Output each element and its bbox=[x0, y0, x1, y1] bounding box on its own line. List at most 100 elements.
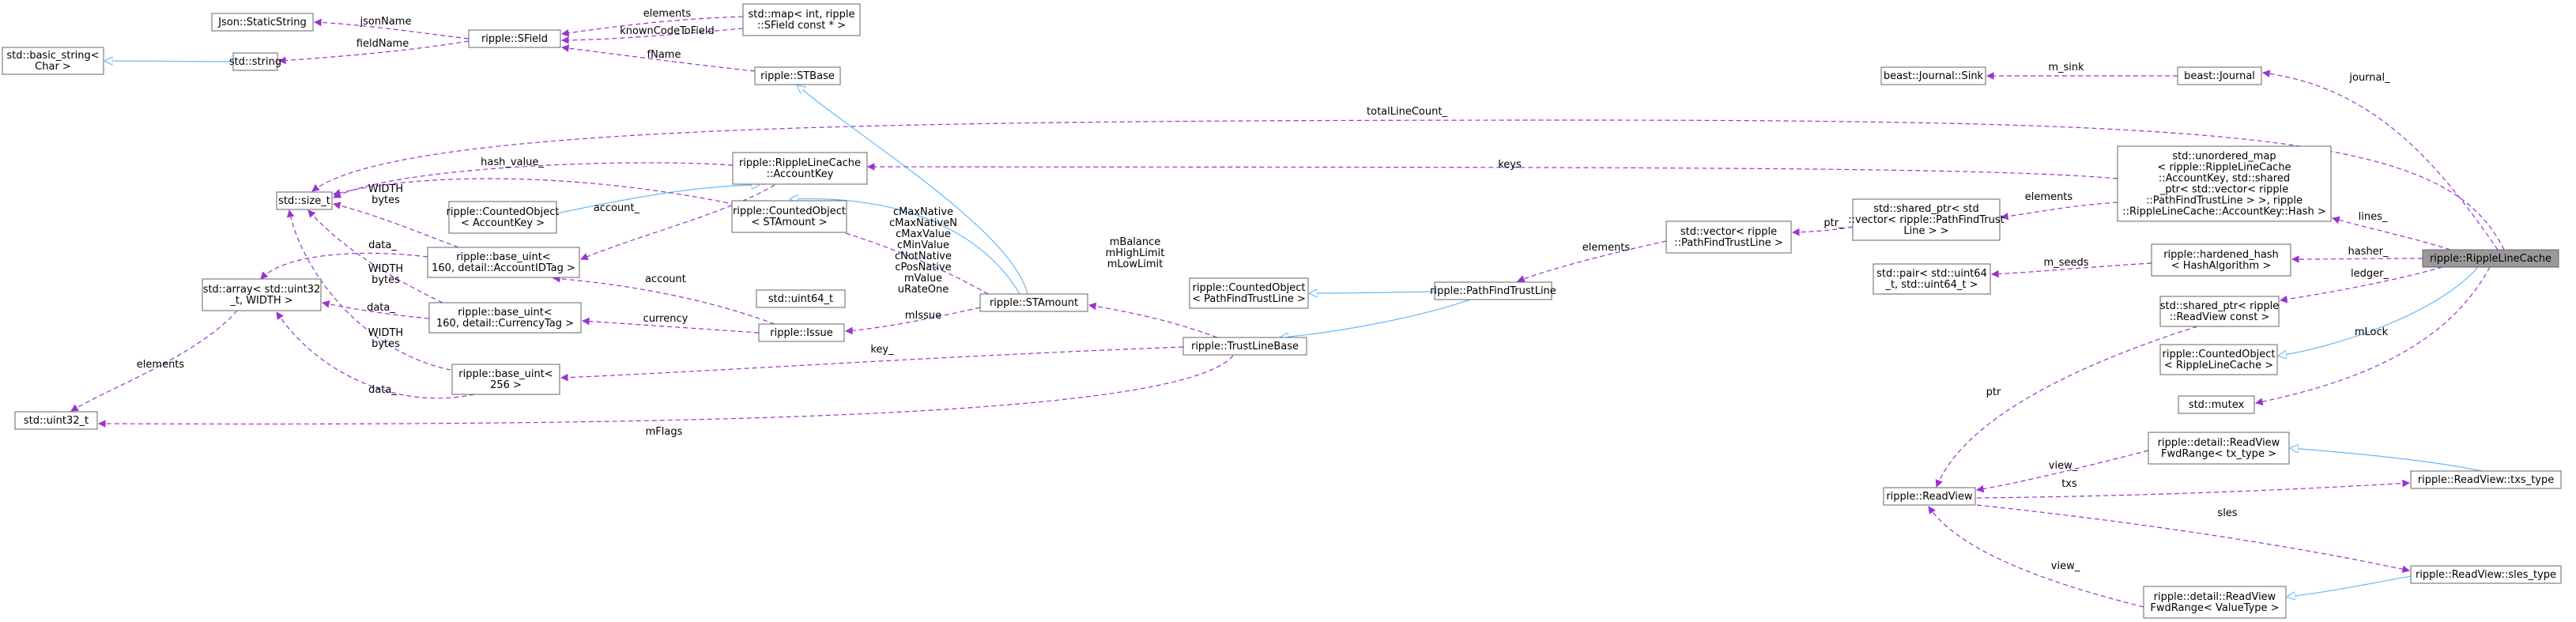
edge-label: currency bbox=[643, 313, 688, 325]
usage-arrow bbox=[333, 178, 989, 295]
class-node-stbase[interactable]: ripple::STBase bbox=[754, 66, 841, 85]
edge-label: bytes bbox=[372, 274, 400, 286]
class-node-issue[interactable]: ripple::Issue bbox=[758, 323, 845, 342]
node-label: < STAmount > bbox=[751, 217, 827, 228]
edge-label: cMaxNative bbox=[893, 206, 953, 218]
class-node-counted-pftl[interactable]: ripple::CountedObject< PathFindTrustLine… bbox=[1189, 277, 1309, 309]
edge-label: data_ bbox=[368, 239, 397, 251]
class-node-size-t[interactable]: std::size_t bbox=[276, 191, 333, 210]
usage-arrow bbox=[2001, 202, 2118, 221]
class-node-pathfindtrustline[interactable]: ripple::PathFindTrustLine bbox=[1430, 281, 1556, 300]
node-label: std::basic_string< bbox=[6, 50, 99, 62]
class-node-counted-rlc[interactable]: ripple::CountedObject< RippleLineCache > bbox=[2159, 344, 2278, 375]
node-label: < PathFindTrustLine > bbox=[1192, 293, 1306, 305]
node-label: ripple::detail::ReadView bbox=[2158, 437, 2280, 449]
class-node-txs-type[interactable]: ripple::ReadView::txs_type bbox=[2410, 470, 2562, 489]
class-node-array-uint32[interactable]: std::array< std::uint32_t, WIDTH > bbox=[202, 278, 322, 311]
node-box bbox=[2, 47, 104, 75]
usage-arrow bbox=[582, 317, 760, 334]
node-label: _t, std::uint64_t > bbox=[1884, 279, 1978, 291]
edge-ledger-: ledger_ bbox=[2280, 266, 2443, 303]
edge-missue: mIssue bbox=[845, 307, 981, 335]
class-node-readview[interactable]: ripple::ReadView bbox=[1883, 487, 1976, 506]
class-node-uint32[interactable]: std::uint32_t bbox=[14, 411, 98, 430]
usage-arrow bbox=[580, 184, 775, 260]
node-label: std::string bbox=[229, 56, 281, 68]
edge-fname: fName bbox=[561, 44, 756, 72]
usage-arrow bbox=[2280, 266, 2443, 303]
class-node-std-string[interactable]: std::string bbox=[229, 52, 281, 71]
class-node-base-uint-currency[interactable]: ripple::base_uint<160, detail::CurrencyT… bbox=[428, 302, 582, 334]
inheritance-arrow bbox=[105, 61, 234, 62]
usage-arrow bbox=[845, 307, 981, 335]
class-node-journal[interactable]: beast::Journal bbox=[2177, 66, 2262, 85]
edge-label: totalLineCount_ bbox=[1367, 106, 1447, 118]
class-node-base-uint-256[interactable]: ripple::base_uint<256 > bbox=[451, 364, 560, 395]
edge-txs: txs bbox=[1976, 478, 2410, 499]
class-node-journal-sink[interactable]: beast::Journal::Sink bbox=[1880, 66, 1986, 85]
inheritance-arrow bbox=[2291, 448, 2483, 472]
edge-label: elements bbox=[137, 359, 185, 371]
node-label: std::unordered_map bbox=[2172, 151, 2276, 163]
class-node-trustlinebase[interactable]: ripple::TrustLineBase bbox=[1182, 337, 1307, 356]
node-box bbox=[14, 411, 98, 430]
class-node-hardened-hash[interactable]: ripple::hardened_hash< HashAlgorithm > bbox=[2151, 243, 2291, 277]
usage-arrow bbox=[561, 28, 744, 44]
node-label: ripple::base_uint< bbox=[458, 307, 552, 319]
node-label: ::vector< ripple::PathFindTrust bbox=[1848, 214, 2005, 226]
edge-label: mValue bbox=[904, 273, 942, 285]
class-node-sles-type[interactable]: ripple::ReadView::sles_type bbox=[2410, 565, 2562, 584]
node-label: ripple::TrustLineBase bbox=[1191, 341, 1299, 352]
node-label: std::pair< std::uint64 bbox=[1876, 268, 1987, 280]
class-node-shared-readview[interactable]: std::shared_ptr< ripple::ReadView const … bbox=[2159, 296, 2280, 327]
class-node-sfield[interactable]: ripple::SField bbox=[468, 29, 561, 48]
node-box bbox=[2143, 586, 2287, 619]
edge-label: elements bbox=[1582, 242, 1631, 254]
node-label: ripple::ReadView::txs_type bbox=[2418, 474, 2555, 486]
edge-label: cMaxValue bbox=[896, 228, 951, 240]
class-node-basic-string[interactable]: std::basic_string<Char > bbox=[2, 47, 104, 75]
class-node-counted-accountkey[interactable]: ripple::CountedObject< AccountKey > bbox=[446, 201, 560, 234]
node-label: ::PathFindTrustLine > >, ripple bbox=[2146, 195, 2303, 207]
node-label: std::map< int, ripple bbox=[748, 9, 854, 21]
node-box bbox=[754, 66, 841, 85]
node-box bbox=[428, 302, 582, 334]
class-node-counted-stamount[interactable]: ripple::CountedObject< STAmount > bbox=[731, 200, 847, 233]
edge-counted-ak-to-ak bbox=[556, 185, 759, 214]
edge-label: fieldName bbox=[356, 38, 409, 50]
node-label: ripple::base_uint< bbox=[458, 368, 553, 380]
edge-label: elements bbox=[643, 8, 692, 20]
edge-label: data_ bbox=[368, 384, 397, 396]
class-node-map-sfield[interactable]: std::map< int, ripple::SField const * > bbox=[742, 3, 861, 36]
node-label: ripple::RippleLineCache bbox=[2430, 253, 2551, 265]
node-label: 160, detail::CurrencyTag > bbox=[436, 318, 574, 330]
node-label: std::uint32_t bbox=[24, 415, 89, 427]
edge-label: ptr_ bbox=[1824, 217, 1844, 229]
edge-basic-to-string bbox=[105, 61, 234, 62]
node-label: std::size_t bbox=[278, 195, 330, 207]
edge-stamount-members: cMaxNativecMaxNativeNcMaxValuecMinValuec… bbox=[333, 178, 989, 296]
node-box bbox=[468, 29, 561, 48]
node-label: std::array< std::uint32 bbox=[203, 284, 321, 296]
class-node-vector-pftl[interactable]: std::vector< ripple::PathFindTrustLine > bbox=[1665, 221, 1792, 254]
class-node-mutex[interactable]: std::mutex bbox=[2178, 395, 2255, 414]
class-node-pair-uint64[interactable]: std::pair< std::uint64_t, std::uint64_t … bbox=[1873, 263, 1991, 295]
class-node-uint64[interactable]: std::uint64_t bbox=[756, 289, 846, 308]
class-node-accountkey[interactable]: ripple::RippleLineCache::AccountKey bbox=[732, 152, 868, 185]
class-node-stamount[interactable]: ripple::STAmount bbox=[979, 293, 1088, 312]
node-box bbox=[1880, 66, 1986, 85]
edge-fieldname: fieldName bbox=[278, 38, 470, 65]
edge-label: hasher_ bbox=[2348, 246, 2389, 258]
edge-fwd-value-to-sles bbox=[2287, 575, 2412, 597]
edge-view-value: view_ bbox=[1928, 506, 2144, 608]
class-node-shared-vector[interactable]: std::shared_ptr< std::vector< ripple::Pa… bbox=[1848, 198, 2005, 241]
node-label: ripple::CountedObject bbox=[1192, 282, 1305, 294]
class-node-unordered-map[interactable]: std::unordered_map< ripple::RippleLineCa… bbox=[2117, 145, 2332, 222]
class-node-base-uint-account[interactable]: ripple::base_uint<160, detail::AccountID… bbox=[427, 247, 580, 278]
class-node-json-static-string[interactable]: Json::StaticString bbox=[211, 13, 314, 32]
node-box bbox=[1434, 281, 1552, 300]
node-label: < AccountKey > bbox=[461, 217, 545, 229]
edge-label: cPosNative bbox=[895, 262, 951, 273]
